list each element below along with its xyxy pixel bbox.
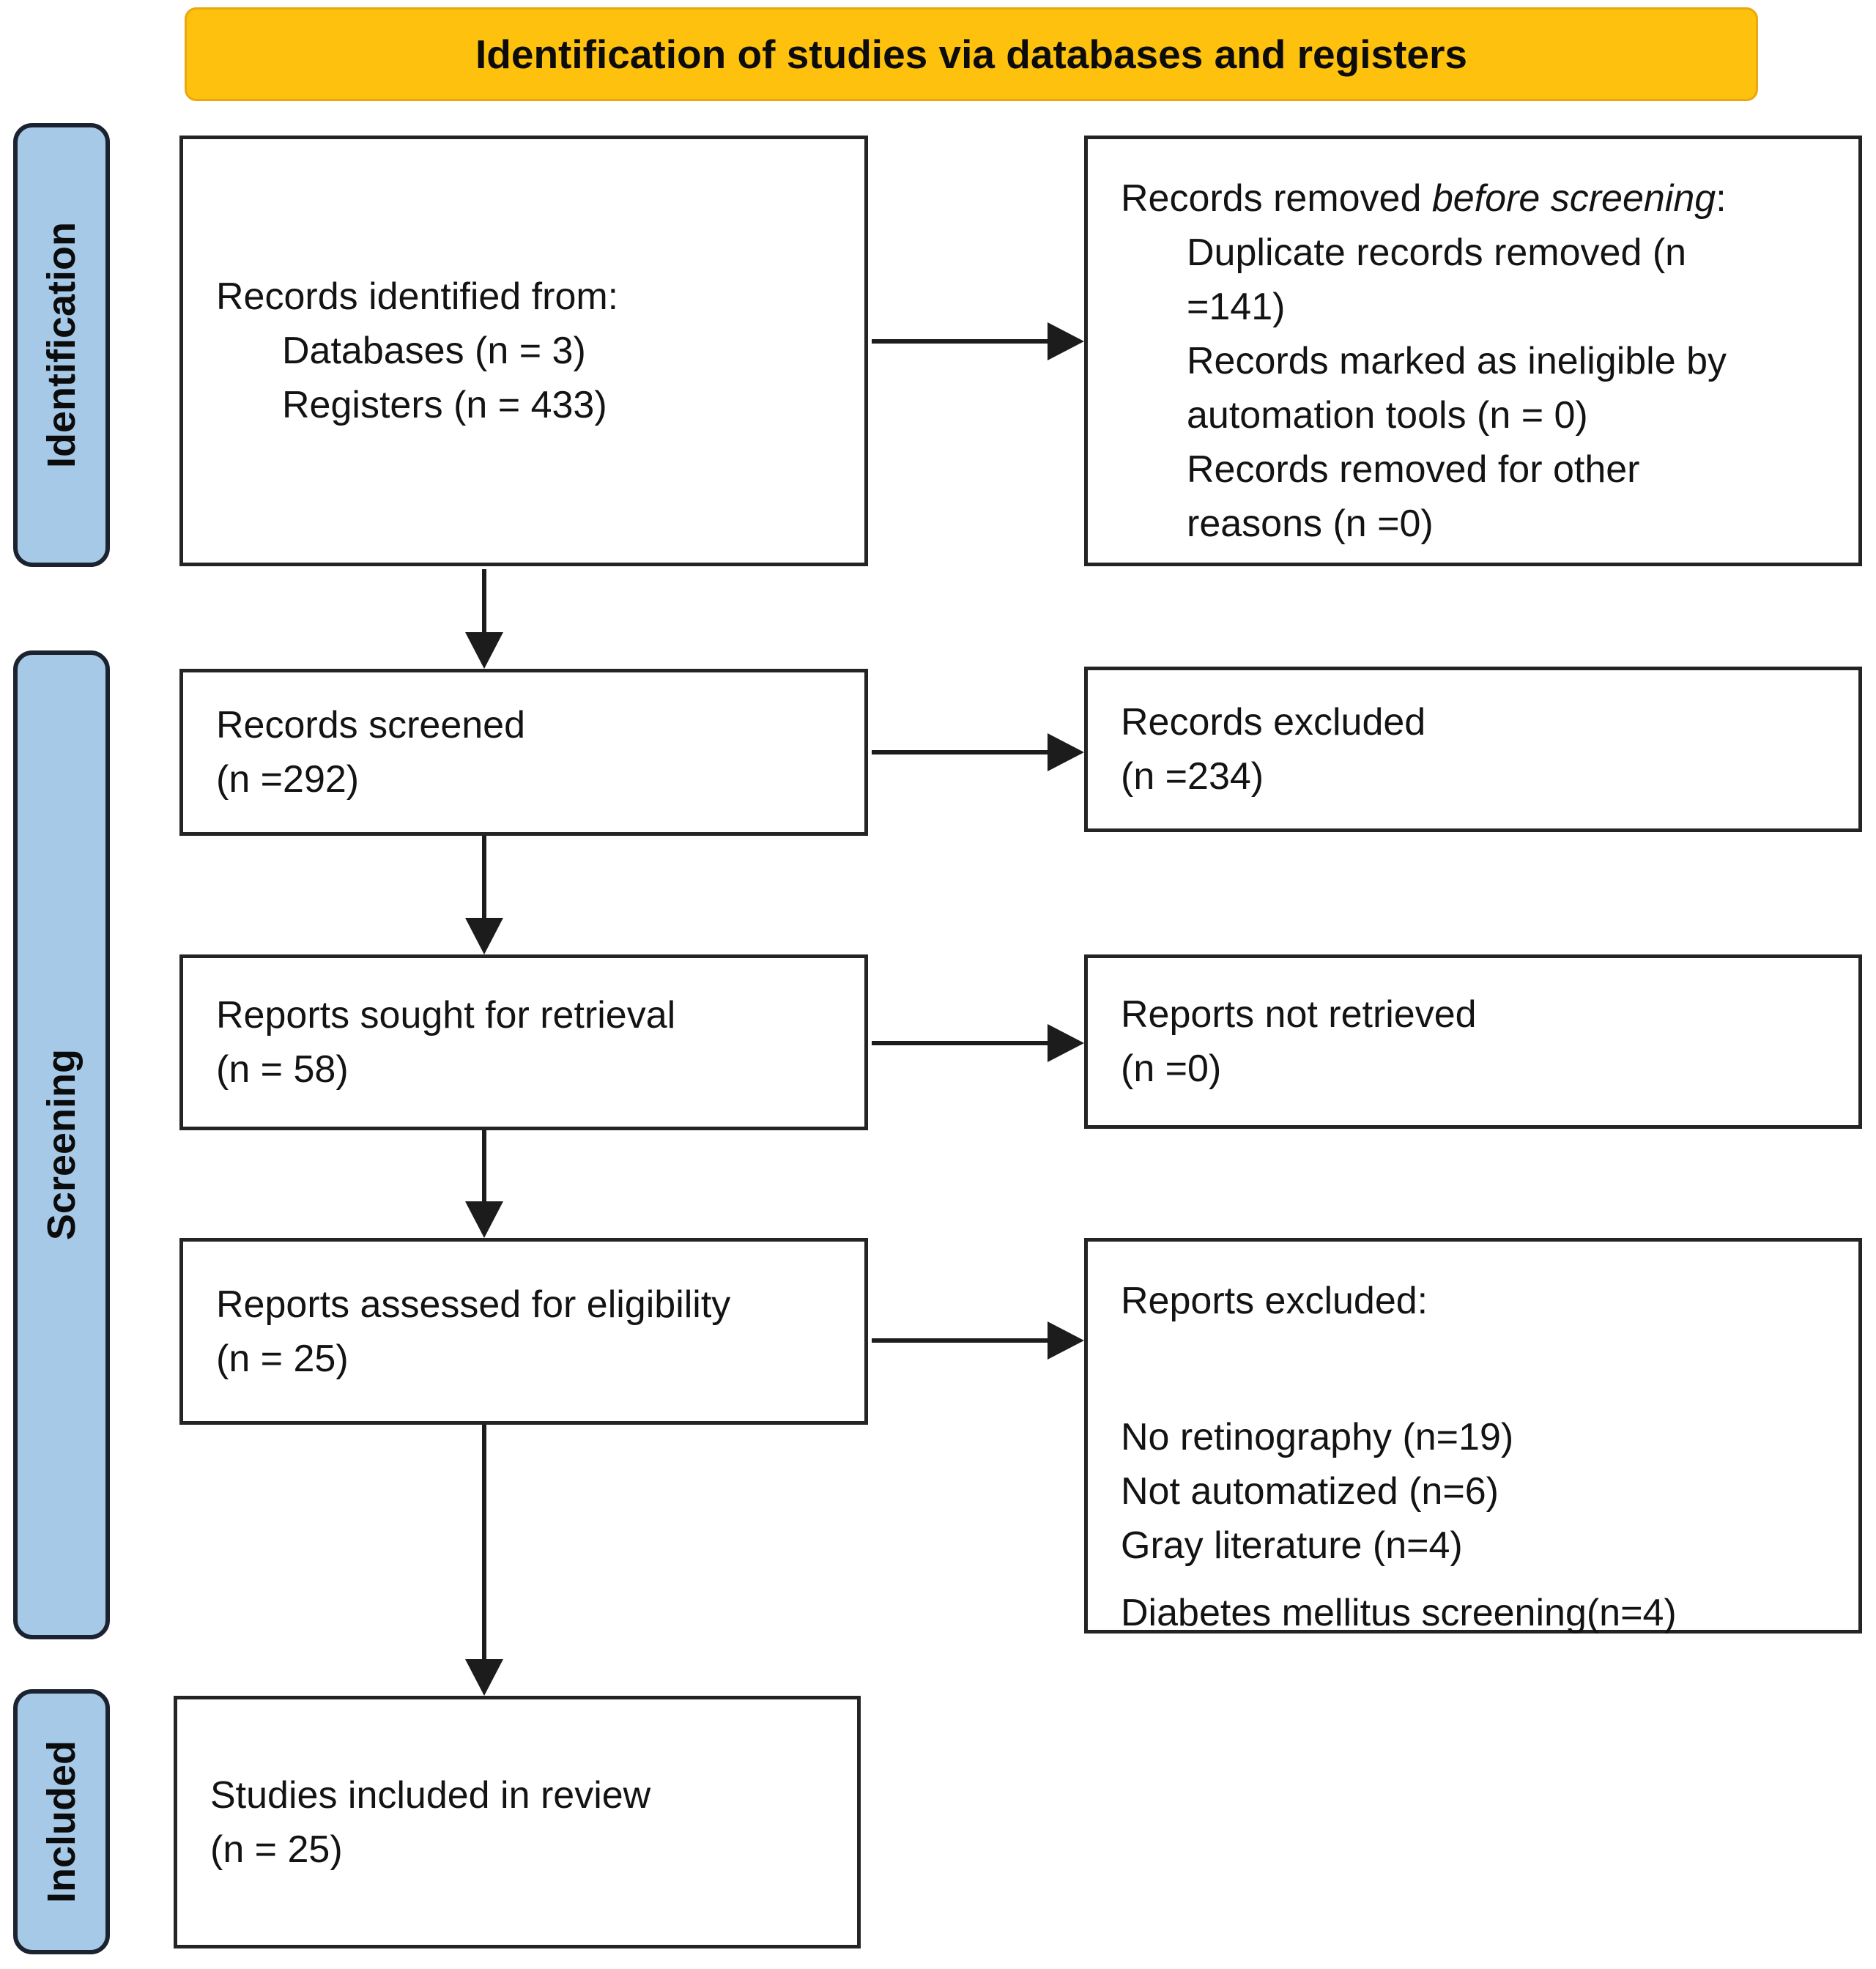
- list-item: Not automatized (n=6): [1121, 1470, 1499, 1513]
- box-records-screened: Records screened (n =292): [179, 669, 868, 836]
- arrow-sought-to-assessed-head: [465, 1201, 503, 1238]
- list-item: Duplicate records removed (n =141): [1187, 231, 1687, 328]
- arrow-screened-to-sought-head: [465, 918, 503, 954]
- arrow-screened-to-excluded-line: [872, 750, 1050, 754]
- box-reports-not-retrieved-line2: (n =0): [1121, 1047, 1222, 1090]
- box-reports-excluded: Reports excluded: No retinography (n=19)…: [1084, 1238, 1862, 1634]
- box-reports-assessed-line1: Reports assessed for eligibility: [216, 1283, 731, 1326]
- box-reports-assessed-line2: (n = 25): [216, 1337, 349, 1380]
- phase-label-identification: Identification: [13, 123, 110, 567]
- arrow-identified-to-screened-head: [465, 632, 503, 669]
- list-item: Diabetes mellitus screening(n=4): [1121, 1592, 1677, 1634]
- banner-title: Identification of studies via databases …: [475, 31, 1467, 77]
- phase-label-included: Included: [13, 1689, 110, 1954]
- box-records-identified-title: Records identified from:: [216, 275, 619, 318]
- phase-label-screening: Screening: [13, 650, 110, 1639]
- box-reports-sought-line1: Reports sought for retrieval: [216, 994, 676, 1037]
- box-reports-sought: Reports sought for retrieval (n = 58): [179, 954, 868, 1130]
- arrow-identified-to-screened-line: [482, 569, 486, 635]
- box-studies-included: Studies included in review (n = 25): [174, 1696, 861, 1948]
- arrow-sought-to-not-retrieved-head: [1048, 1024, 1084, 1062]
- arrow-sought-to-assessed-line: [482, 1130, 486, 1204]
- list-item: Records marked as ineligible by automati…: [1187, 340, 1727, 437]
- phase-label-screening-text: Screening: [40, 1049, 84, 1241]
- arrow-assessed-to-included-line: [482, 1425, 486, 1662]
- arrow-assessed-to-excluded-head: [1048, 1321, 1084, 1360]
- box-studies-included-line1: Studies included in review: [210, 1773, 651, 1817]
- box-reports-not-retrieved-line1: Reports not retrieved: [1121, 993, 1477, 1036]
- banner: Identification of studies via databases …: [185, 7, 1758, 101]
- list-item: Databases (n = 3): [282, 330, 586, 372]
- arrow-identified-to-removed-line: [872, 339, 1050, 344]
- box-records-screened-line2: (n =292): [216, 758, 360, 801]
- list-item: Records removed for other reasons (n =0): [1187, 448, 1640, 545]
- box-reports-sought-line2: (n = 58): [216, 1048, 349, 1091]
- box-records-excluded-line2: (n =234): [1121, 755, 1264, 798]
- box-records-screened-line1: Records screened: [216, 704, 525, 746]
- box-studies-included-line2: (n = 25): [210, 1828, 343, 1871]
- list-item: No retinography (n=19): [1121, 1416, 1514, 1458]
- phase-label-included-text: Included: [40, 1740, 84, 1903]
- box-records-excluded: Records excluded (n =234): [1084, 667, 1862, 832]
- box-reports-not-retrieved: Reports not retrieved (n =0): [1084, 954, 1862, 1129]
- arrow-identified-to-removed-head: [1048, 322, 1084, 360]
- box-records-excluded-line1: Records excluded: [1121, 701, 1426, 744]
- box-reports-assessed: Reports assessed for eligibility (n = 25…: [179, 1238, 868, 1425]
- exclusion-reasons: No retinography (n=19) Not automatized (…: [1121, 1410, 1840, 1640]
- title-prefix: Records removed: [1121, 177, 1432, 220]
- phase-label-identification-text: Identification: [40, 222, 84, 468]
- box-records-identified: Records identified from: Databases (n = …: [179, 136, 868, 566]
- arrow-assessed-to-excluded-line: [872, 1338, 1050, 1343]
- box-records-removed-title: Records removed before screening:: [1121, 171, 1840, 226]
- title-italic: before screening: [1431, 177, 1716, 220]
- box-reports-excluded-title: Reports excluded:: [1121, 1280, 1428, 1322]
- arrow-assessed-to-included-head: [465, 1659, 503, 1696]
- box-records-removed: Records removed before screening: Duplic…: [1084, 136, 1862, 566]
- arrow-sought-to-not-retrieved-line: [872, 1041, 1050, 1045]
- arrow-screened-to-sought-line: [482, 836, 486, 921]
- title-suffix: :: [1716, 177, 1727, 220]
- list-item: Registers (n = 433): [282, 384, 607, 426]
- arrow-screened-to-excluded-head: [1048, 733, 1084, 771]
- list-item: Gray literature (n=4): [1121, 1524, 1463, 1567]
